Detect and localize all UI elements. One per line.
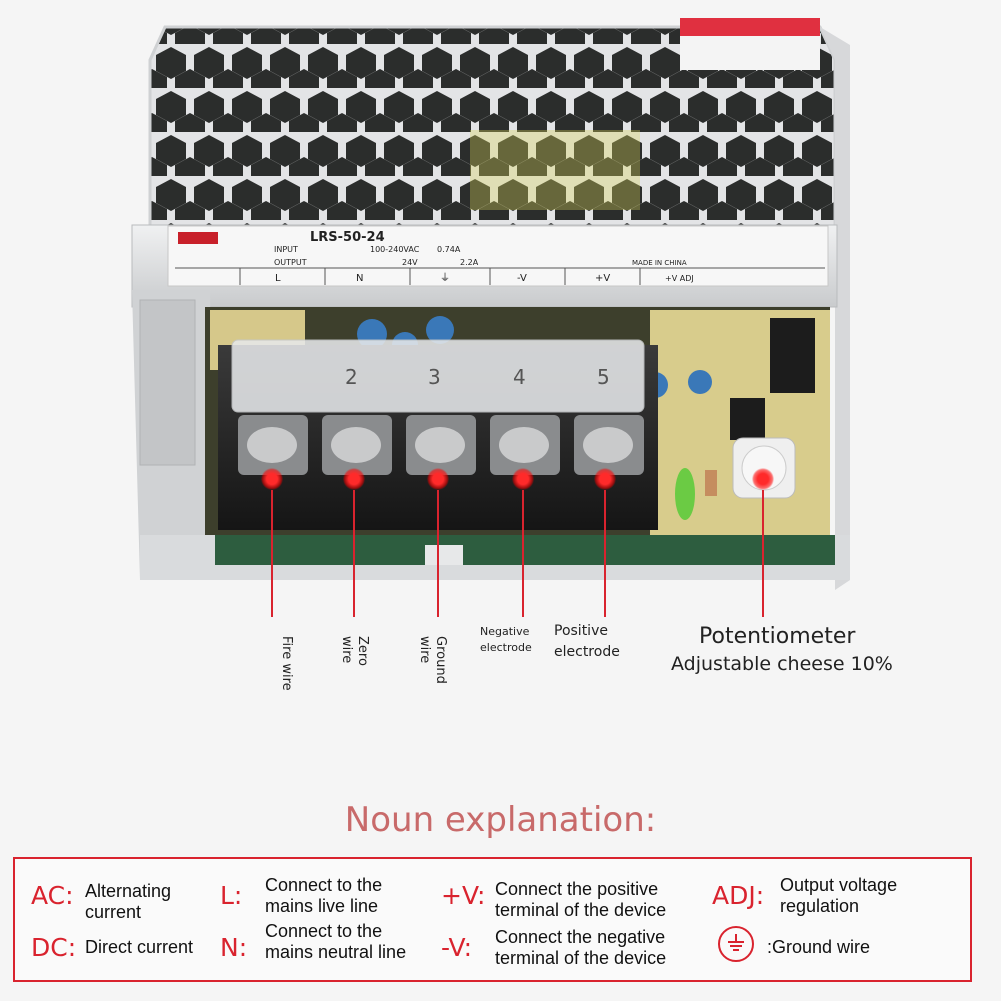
positive-electrode-leader bbox=[604, 490, 606, 617]
terminal-label-adj: +V ADJ bbox=[665, 274, 694, 283]
desc-adj: Output voltage regulation bbox=[780, 875, 898, 916]
fire-wire-dot bbox=[261, 468, 283, 490]
ground-symbol-icon bbox=[718, 926, 754, 962]
fire-wire-label: Fire wire bbox=[279, 636, 294, 691]
terminal-label-minus-v: -V bbox=[517, 273, 527, 284]
zero-wire-label: Zero wire bbox=[338, 636, 370, 666]
output-header: OUTPUT bbox=[274, 258, 307, 267]
positive-electrode-label: Positive electrode bbox=[554, 623, 620, 660]
negative-electrode-label: Negative electrode bbox=[480, 625, 532, 654]
terminal-number-5: 5 bbox=[597, 365, 610, 389]
power-supply-illustration: 2 3 4 5 LRS-50-24 INPUT 100-240VAC bbox=[131, 18, 850, 590]
input-spec: 100-240VAC bbox=[370, 245, 420, 254]
explanation-title: Noun explanation: bbox=[344, 800, 657, 840]
terminal-label-ground: ⏚ bbox=[440, 272, 450, 284]
negative-electrode-dot bbox=[512, 468, 534, 490]
desc-ac: Alternating current bbox=[85, 881, 172, 922]
desc-ground: Ground wire bbox=[767, 937, 870, 958]
desc-minus-v: Connect the negative terminal of the dev… bbox=[495, 927, 667, 968]
ground-wire-label: Ground wire bbox=[416, 636, 448, 684]
output-spec: 24V bbox=[402, 258, 418, 267]
desc-l: Connect to the mains live line bbox=[265, 875, 383, 916]
term-l: L: bbox=[220, 881, 243, 910]
input-current: 0.74A bbox=[437, 245, 461, 254]
terminal-label-plus-v: +V bbox=[595, 273, 610, 284]
term-plus-v: +V: bbox=[441, 881, 486, 910]
made-in-text: MADE IN CHINA bbox=[632, 259, 687, 267]
terminal-number-4: 4 bbox=[513, 365, 526, 389]
zero-wire-dot bbox=[343, 468, 365, 490]
explanation-box: AC: Alternating current DC: Direct curre… bbox=[13, 857, 972, 982]
power-supply-photo: 2 3 4 5 LRS-50-24 INPUT 100-240VAC bbox=[131, 18, 850, 590]
negative-electrode-leader bbox=[522, 490, 524, 617]
potentiometer-leader bbox=[762, 490, 764, 617]
output-current: 2.2A bbox=[460, 258, 479, 267]
terminal-number-2: 2 bbox=[345, 365, 358, 389]
potentiometer-dot bbox=[752, 468, 774, 490]
potentiometer-note: Adjustable cheese 10% bbox=[671, 653, 893, 675]
desc-ground-text: Ground wire bbox=[772, 937, 871, 957]
term-ac: AC: bbox=[31, 881, 74, 910]
desc-n: Connect to the mains neutral line bbox=[265, 921, 407, 962]
terminal-label-n: N bbox=[356, 273, 363, 284]
terminal-number-3: 3 bbox=[428, 365, 441, 389]
potentiometer-label: Potentiometer bbox=[699, 624, 856, 649]
desc-dc: Direct current bbox=[85, 937, 194, 957]
terminal-label-l: L bbox=[275, 273, 281, 284]
term-adj: ADJ: bbox=[712, 881, 765, 910]
input-header: INPUT bbox=[274, 245, 298, 254]
ground-wire-dot bbox=[427, 468, 449, 490]
model-number: LRS-50-24 bbox=[310, 230, 385, 245]
ground-wire-leader bbox=[437, 490, 439, 617]
positive-electrode-dot bbox=[594, 468, 616, 490]
spec-label-text: LRS-50-24 INPUT 100-240VAC 0.74A OUTPUT … bbox=[274, 230, 694, 284]
term-dc: DC: bbox=[31, 933, 77, 962]
desc-plus-v: Connect the positive terminal of the dev… bbox=[495, 879, 667, 920]
term-n: N: bbox=[220, 933, 248, 962]
term-minus-v: -V: bbox=[441, 933, 473, 962]
fire-wire-leader bbox=[271, 490, 273, 617]
terminal-numbers: 2 3 4 5 bbox=[345, 365, 610, 389]
zero-wire-leader bbox=[353, 490, 355, 617]
